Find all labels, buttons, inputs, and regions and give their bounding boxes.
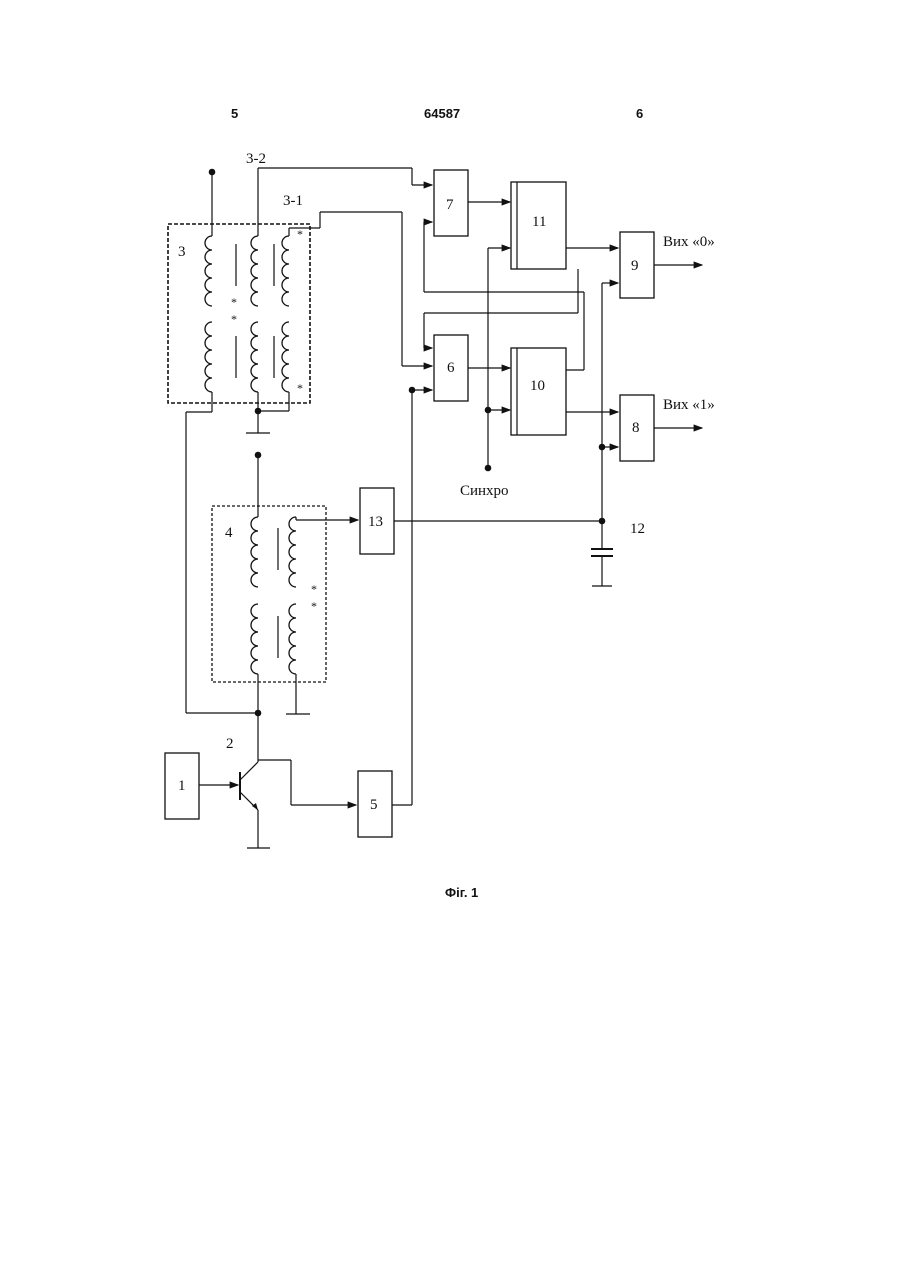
transformer-3-outline	[168, 224, 310, 403]
block-6-label: 6	[447, 360, 455, 376]
transformer-3-label: 3	[178, 244, 186, 260]
block-13-label: 13	[368, 514, 383, 530]
tap-3-2-label: 3-2	[246, 151, 266, 167]
sync-label: Синхро	[460, 483, 509, 499]
transformer-4-primary-upper	[251, 517, 258, 587]
tap-3-1-label: 3-1	[283, 193, 303, 209]
transformer-4-secondary-upper	[289, 517, 296, 587]
transformer-3-winding-3-lower	[282, 322, 289, 392]
block-7-label: 7	[446, 197, 454, 213]
polarity-marker: *	[311, 599, 317, 613]
polarity-marker: *	[231, 312, 237, 326]
block-9-label: 9	[631, 258, 639, 274]
block-1-label: 1	[178, 778, 186, 794]
transformer-3-winding-2-lower	[251, 322, 258, 392]
polarity-marker: *	[231, 295, 237, 309]
transformer-4-secondary-lower	[289, 604, 296, 674]
transformer-3-winding-1-lower	[205, 322, 212, 392]
transformer-4-primary-lower	[251, 604, 258, 674]
transistor-2-label: 2	[226, 736, 234, 752]
polarity-marker: *	[297, 227, 303, 241]
polarity-marker: *	[311, 582, 317, 596]
block-5-label: 5	[370, 797, 378, 813]
output-1-label: Вих «1»	[663, 397, 715, 413]
transformer-3-winding-3-upper	[282, 236, 289, 306]
figure-caption: Фіг. 1	[445, 885, 478, 900]
polarity-marker: *	[297, 381, 303, 395]
output-0-label: Вих «0»	[663, 234, 715, 250]
block-8-label: 8	[632, 420, 640, 436]
block-11-label: 11	[532, 214, 546, 230]
capacitor-12-label: 12	[630, 521, 645, 537]
transformer-4-label: 4	[225, 525, 233, 541]
transformer-3-winding-1-upper	[205, 236, 212, 306]
block-10-label: 10	[530, 378, 545, 394]
transformer-3-winding-2-upper	[251, 236, 258, 306]
